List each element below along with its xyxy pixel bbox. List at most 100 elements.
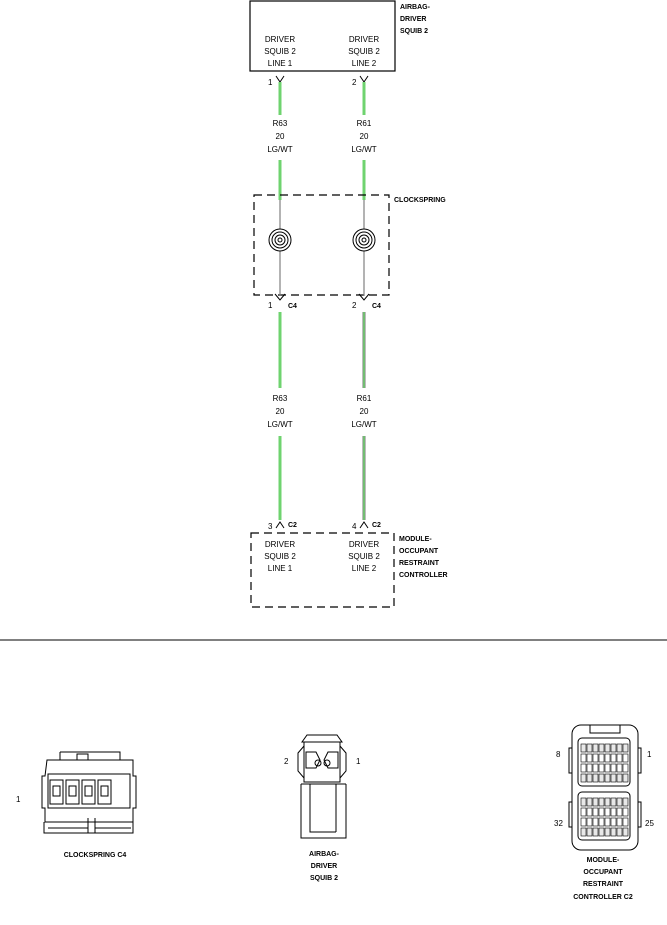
- orc-c2-cavity: [610, 817, 617, 827]
- orc-c2-cavity: [592, 753, 599, 763]
- orc-c2-cavity: [592, 743, 599, 753]
- orc-pin-4-desc: DRIVER SQUIB 2 LINE 2: [348, 540, 380, 573]
- clockspring-c4-caption: CLOCKSPRING C4: [64, 852, 127, 859]
- orc-c2-pin-1-label: 1: [647, 750, 652, 759]
- orc-c2-cavity: [592, 763, 599, 773]
- orc-c2-cavity: [604, 753, 611, 763]
- orc-c2-cavity: [580, 753, 587, 763]
- svg-text:LINE 2: LINE 2: [352, 59, 377, 68]
- wire-r63-upper-label: R63 20 LG/WT: [267, 119, 292, 154]
- airbag-driver-squib-box: [249, 0, 396, 72]
- orc-pin-4-terminal: [359, 521, 369, 529]
- wire-r61-lower-label: R61 20 LG/WT: [351, 394, 376, 429]
- svg-text:AIRBAG-: AIRBAG-: [309, 851, 340, 858]
- airbag-pin-2-terminal: [359, 75, 369, 83]
- clockspring-box: [253, 194, 390, 296]
- orc-c2-cavity: [610, 743, 617, 753]
- svg-text:CONTROLLER: CONTROLLER: [399, 572, 448, 579]
- svg-text:1: 1: [268, 301, 273, 310]
- orc-c2-cavity: [616, 773, 623, 783]
- orc-c2-cavity: [610, 827, 617, 837]
- orc-c2-caption: MODULE- OCCUPANT RESTRAINT CONTROLLER C2: [573, 857, 633, 901]
- orc-c2-cavity: [598, 743, 605, 753]
- svg-text:LINE 1: LINE 1: [268, 564, 293, 573]
- orc-c2-cavity: [622, 817, 629, 827]
- orc-c2-cavity: [580, 763, 587, 773]
- orc-pin-3-label: 3 C2: [268, 522, 297, 531]
- clockspring-pin-2-terminal: [358, 293, 370, 301]
- airbag-pin-1-desc: DRIVER SQUIB 2 LINE 1: [264, 35, 296, 68]
- airbag-pin-2-desc: DRIVER SQUIB 2 LINE 2: [348, 35, 380, 68]
- svg-text:LG/WT: LG/WT: [267, 420, 292, 429]
- svg-text:20: 20: [360, 132, 369, 141]
- orc-c2-cavity: [586, 743, 593, 753]
- orc-c2-cavity: [598, 763, 605, 773]
- orc-module-name: MODULE- OCCUPANT RESTRAINT CONTROLLER: [399, 536, 448, 579]
- airbag-squib-caption: AIRBAG- DRIVER SQUIB 2: [309, 851, 340, 882]
- svg-text:DRIVER: DRIVER: [400, 16, 426, 23]
- svg-text:DRIVER: DRIVER: [265, 35, 295, 44]
- svg-text:DRIVER: DRIVER: [265, 540, 295, 549]
- svg-text:20: 20: [276, 132, 285, 141]
- orc-c2-cavity: [604, 763, 611, 773]
- orc-c2-cavity: [580, 807, 587, 817]
- orc-c2-cavity: [622, 753, 629, 763]
- svg-text:RESTRAINT: RESTRAINT: [399, 560, 440, 567]
- orc-c2-cavity: [580, 827, 587, 837]
- orc-c2-cavity: [586, 817, 593, 827]
- clockspring-pin-2-label: 2 C4: [352, 301, 381, 310]
- orc-pin-4-label: 4 C2: [352, 522, 381, 531]
- airbag-pin-1-terminal: [275, 75, 285, 83]
- orc-c2-cavity: [580, 773, 587, 783]
- clockspring-pin-1-terminal: [274, 293, 286, 301]
- orc-c2-cavity: [604, 773, 611, 783]
- orc-c2-cavity: [598, 753, 605, 763]
- orc-c2-pin-25-label: 25: [645, 819, 654, 828]
- orc-c2-cavity: [586, 773, 593, 783]
- svg-text:OCCUPANT: OCCUPANT: [399, 548, 439, 555]
- orc-c2-cavity: [592, 797, 599, 807]
- orc-c2-cavity: [586, 763, 593, 773]
- svg-text:C2: C2: [288, 522, 297, 529]
- orc-c2-cavity: [622, 763, 629, 773]
- svg-text:SQUIB 2: SQUIB 2: [348, 47, 380, 56]
- svg-text:OCCUPANT: OCCUPANT: [583, 869, 623, 876]
- svg-text:RESTRAINT: RESTRAINT: [583, 881, 624, 888]
- svg-text:2: 2: [352, 301, 357, 310]
- svg-text:SQUIB 2: SQUIB 2: [400, 28, 428, 35]
- svg-text:MODULE-: MODULE-: [587, 857, 620, 864]
- wire-r63-lower-label: R63 20 LG/WT: [267, 394, 292, 429]
- orc-c2-cavity: [586, 827, 593, 837]
- svg-text:R61: R61: [357, 119, 372, 128]
- orc-c2-terminal-grid: [580, 743, 629, 837]
- orc-c2-cavity: [580, 797, 587, 807]
- orc-c2-cavity: [580, 743, 587, 753]
- orc-c2-cavity: [586, 807, 593, 817]
- svg-text:MODULE-: MODULE-: [399, 536, 432, 543]
- orc-c2-cavity: [610, 763, 617, 773]
- svg-text:LG/WT: LG/WT: [351, 145, 376, 154]
- airbag-box-name: AIRBAG- DRIVER SQUIB 2: [400, 4, 431, 35]
- orc-c2-cavity: [616, 807, 623, 817]
- clockspring-label: CLOCKSPRING: [394, 197, 446, 204]
- orc-c2-cavity: [622, 807, 629, 817]
- orc-c2-cavity: [592, 807, 599, 817]
- svg-text:20: 20: [360, 407, 369, 416]
- clockspring-coil-2-icon: [352, 228, 376, 252]
- orc-c2-cavity: [610, 773, 617, 783]
- orc-c2-cavity: [622, 797, 629, 807]
- svg-text:20: 20: [276, 407, 285, 416]
- orc-pin-3-terminal: [275, 521, 285, 529]
- orc-c2-cavity: [616, 743, 623, 753]
- orc-c2-cavity: [622, 743, 629, 753]
- orc-c2-cavity: [598, 773, 605, 783]
- svg-text:C4: C4: [288, 303, 297, 310]
- orc-c2-cavity: [604, 743, 611, 753]
- svg-text:C4: C4: [372, 303, 381, 310]
- orc-c2-cavity: [592, 817, 599, 827]
- orc-c2-pin-8-label: 8: [556, 750, 561, 759]
- orc-c2-cavity: [586, 753, 593, 763]
- svg-text:LG/WT: LG/WT: [351, 420, 376, 429]
- svg-text:SQUIB 2: SQUIB 2: [348, 552, 380, 561]
- airbag-squib-pin-left-label: 2: [284, 757, 289, 766]
